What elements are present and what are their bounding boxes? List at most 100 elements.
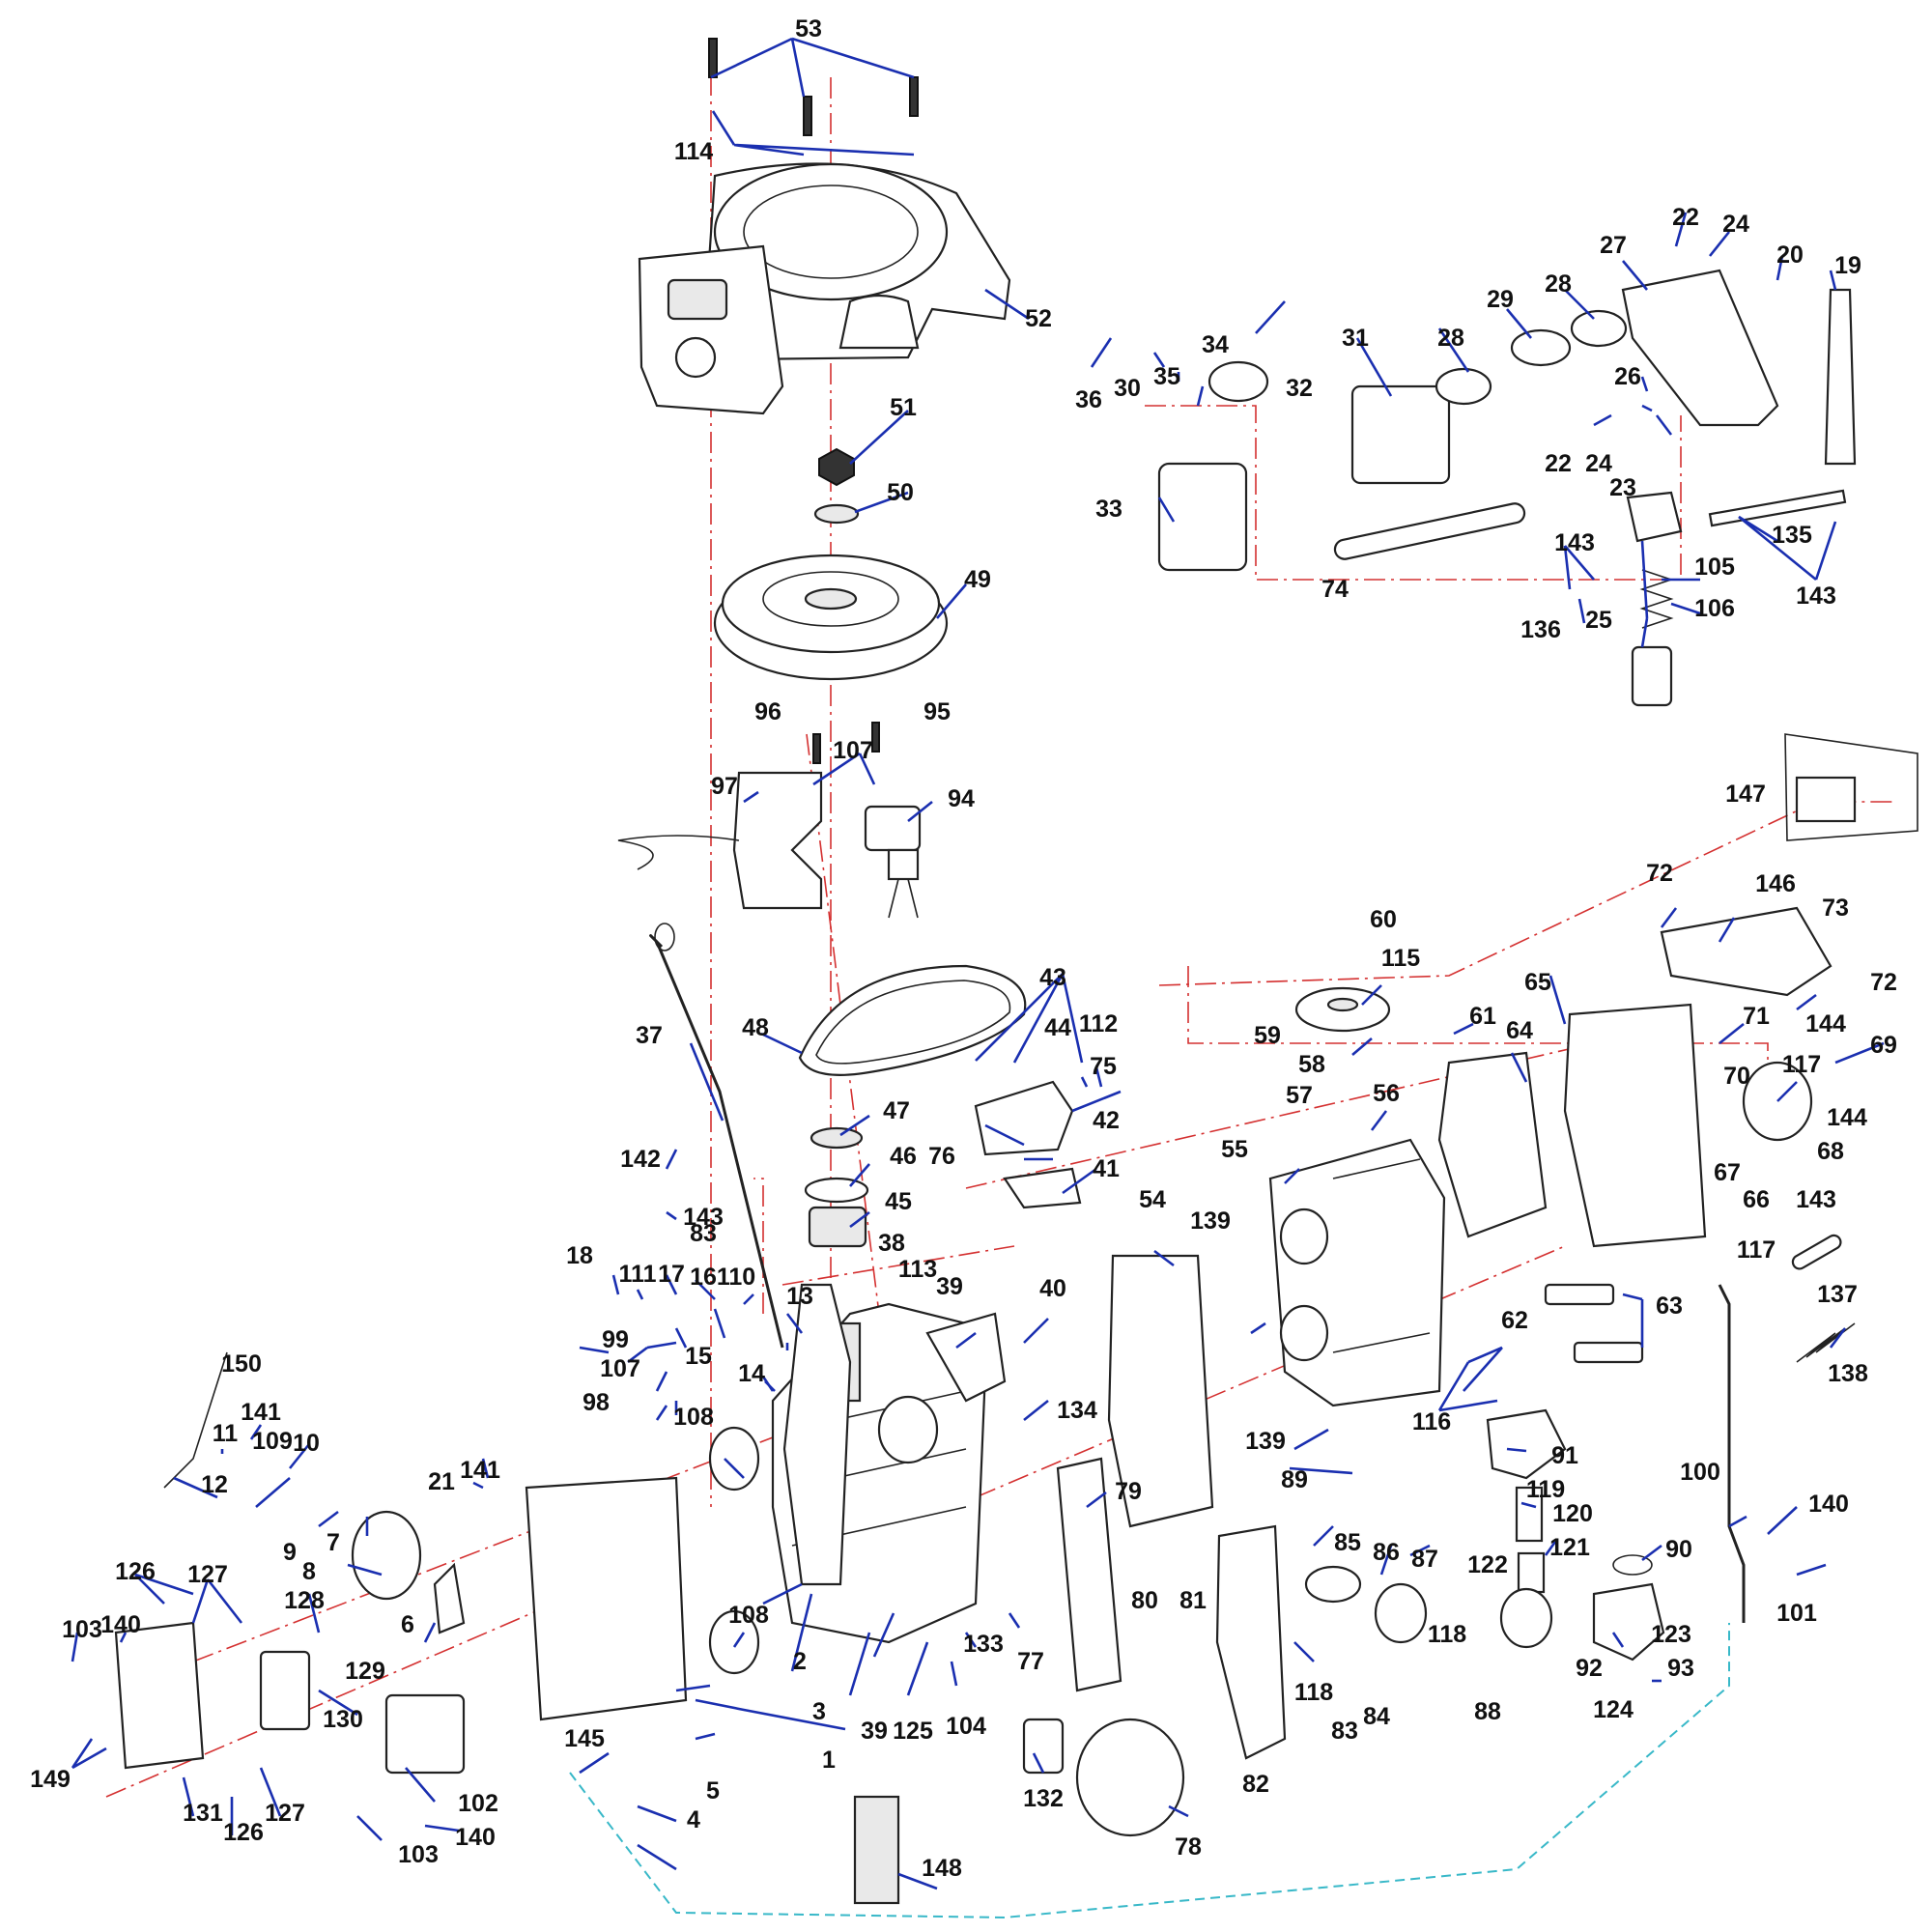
ignition-coil-130: [259, 1650, 311, 1731]
callout-61: 61: [1469, 1003, 1496, 1030]
oil-strainer-132: [1022, 1718, 1065, 1775]
callout-121: 121: [1549, 1534, 1590, 1561]
spark-plug-63a: [1544, 1283, 1615, 1306]
bracket-131: [114, 1621, 205, 1770]
callout-140: 140: [100, 1611, 141, 1638]
callout-11: 11: [213, 1420, 239, 1447]
callout-124: 124: [1593, 1696, 1634, 1723]
callout-125: 125: [893, 1718, 933, 1745]
dipstick-37: [649, 934, 784, 1349]
callout-19: 19: [1834, 252, 1861, 279]
callout-130: 130: [323, 1706, 363, 1733]
callout-7: 7: [327, 1529, 340, 1556]
callout-4: 4: [687, 1806, 700, 1833]
callout-131: 131: [183, 1800, 223, 1827]
callout-63: 63: [1656, 1293, 1683, 1320]
callout-128: 128: [284, 1587, 325, 1614]
washer-50: [813, 503, 860, 525]
callout-numbers: 1 2 3 4 5 6 7 8 9 10 11 12 13 14 15 16 1…: [30, 15, 1897, 1882]
callout-1: 1: [822, 1747, 836, 1774]
callout-73: 73: [1822, 895, 1849, 922]
bearing-45: [808, 1206, 867, 1248]
callout-79: 79: [1115, 1478, 1142, 1505]
cylinder-head-55: [1268, 1138, 1446, 1407]
callout-22b: 22: [1545, 450, 1572, 477]
callout-85: 85: [1334, 1529, 1361, 1556]
timing-belt-48: [798, 964, 1027, 1076]
o-ring-90: [1612, 1554, 1653, 1576]
bracket-6: [433, 1562, 466, 1634]
callout-10: 10: [293, 1430, 320, 1457]
callout-54: 54: [1139, 1186, 1166, 1213]
callout-39: 39: [936, 1273, 963, 1300]
flywheel-49: [713, 554, 949, 681]
spring-138: [1796, 1322, 1856, 1363]
callout-66: 66: [1743, 1186, 1770, 1213]
callout-126: 126: [115, 1558, 156, 1585]
callout-110: 110: [717, 1264, 755, 1291]
cdi-unit-102: [384, 1693, 466, 1775]
callout-68: 68: [1817, 1138, 1844, 1165]
callout-80: 80: [1131, 1587, 1158, 1614]
callout-86: 86: [1373, 1539, 1400, 1566]
callout-96: 96: [754, 698, 781, 725]
callout-103: 103: [62, 1616, 102, 1643]
callout-112: 112: [1079, 1010, 1118, 1037]
callout-144b: 144: [1827, 1104, 1867, 1131]
callout-71: 71: [1743, 1003, 1770, 1030]
filter-head: [1626, 491, 1683, 543]
callout-106: 106: [1694, 595, 1735, 622]
callout-72: 72: [1646, 860, 1673, 887]
callout-143d: 143: [683, 1204, 724, 1231]
callout-117b: 117: [1737, 1236, 1776, 1264]
callout-75: 75: [1090, 1053, 1117, 1080]
callout-145: 145: [564, 1725, 605, 1752]
callout-43: 43: [1039, 964, 1066, 991]
callout-12: 12: [201, 1471, 228, 1498]
callout-21: 21: [428, 1468, 455, 1495]
callout-74: 74: [1321, 576, 1349, 603]
callout-118b: 118: [1294, 1679, 1333, 1706]
callout-45: 45: [885, 1188, 912, 1215]
callout-101: 101: [1776, 1600, 1817, 1627]
rocker-cover-65: [1563, 1003, 1707, 1248]
gasket-29: [1510, 328, 1572, 367]
callout-32: 32: [1286, 375, 1313, 402]
callout-3: 3: [812, 1698, 826, 1725]
callout-104: 104: [946, 1713, 986, 1740]
cover-92: [1592, 1582, 1665, 1662]
callout-31: 31: [1342, 325, 1369, 352]
callout-47: 47: [883, 1097, 910, 1124]
callout-141b: 141: [460, 1457, 500, 1484]
callout-102: 102: [458, 1790, 498, 1817]
callout-29: 29: [1487, 286, 1514, 313]
leader-lines: [71, 37, 1885, 1890]
callout-33: 33: [1095, 496, 1122, 523]
callout-17: 17: [658, 1261, 685, 1288]
manifold-27: [1621, 269, 1779, 427]
callout-28: 28: [1545, 270, 1572, 298]
callout-108b: 108: [728, 1602, 769, 1629]
callout-60: 60: [1370, 906, 1397, 933]
callout-76: 76: [928, 1143, 955, 1170]
callout-23: 23: [1609, 474, 1636, 501]
callout-118: 118: [1428, 1621, 1466, 1648]
shaft-135: [1708, 489, 1847, 527]
baffle-108a: [708, 1426, 760, 1492]
callout-116: 116: [1412, 1408, 1451, 1435]
gasket-28b: [1570, 309, 1628, 348]
callout-113: 113: [898, 1256, 937, 1283]
wire-route-guide: [569, 1623, 1730, 1919]
callout-22: 22: [1672, 204, 1699, 231]
callout-20: 20: [1776, 242, 1804, 269]
callout-69: 69: [1870, 1032, 1897, 1059]
callout-132: 132: [1023, 1785, 1064, 1812]
callout-92: 92: [1576, 1655, 1603, 1682]
callout-50: 50: [887, 479, 914, 506]
callout-82: 82: [1242, 1771, 1269, 1798]
callout-114: 114: [674, 138, 713, 165]
oil-pump-housing: [525, 1476, 688, 1721]
fuel-filter-25: [1631, 645, 1673, 707]
callout-120: 120: [1552, 1500, 1593, 1527]
